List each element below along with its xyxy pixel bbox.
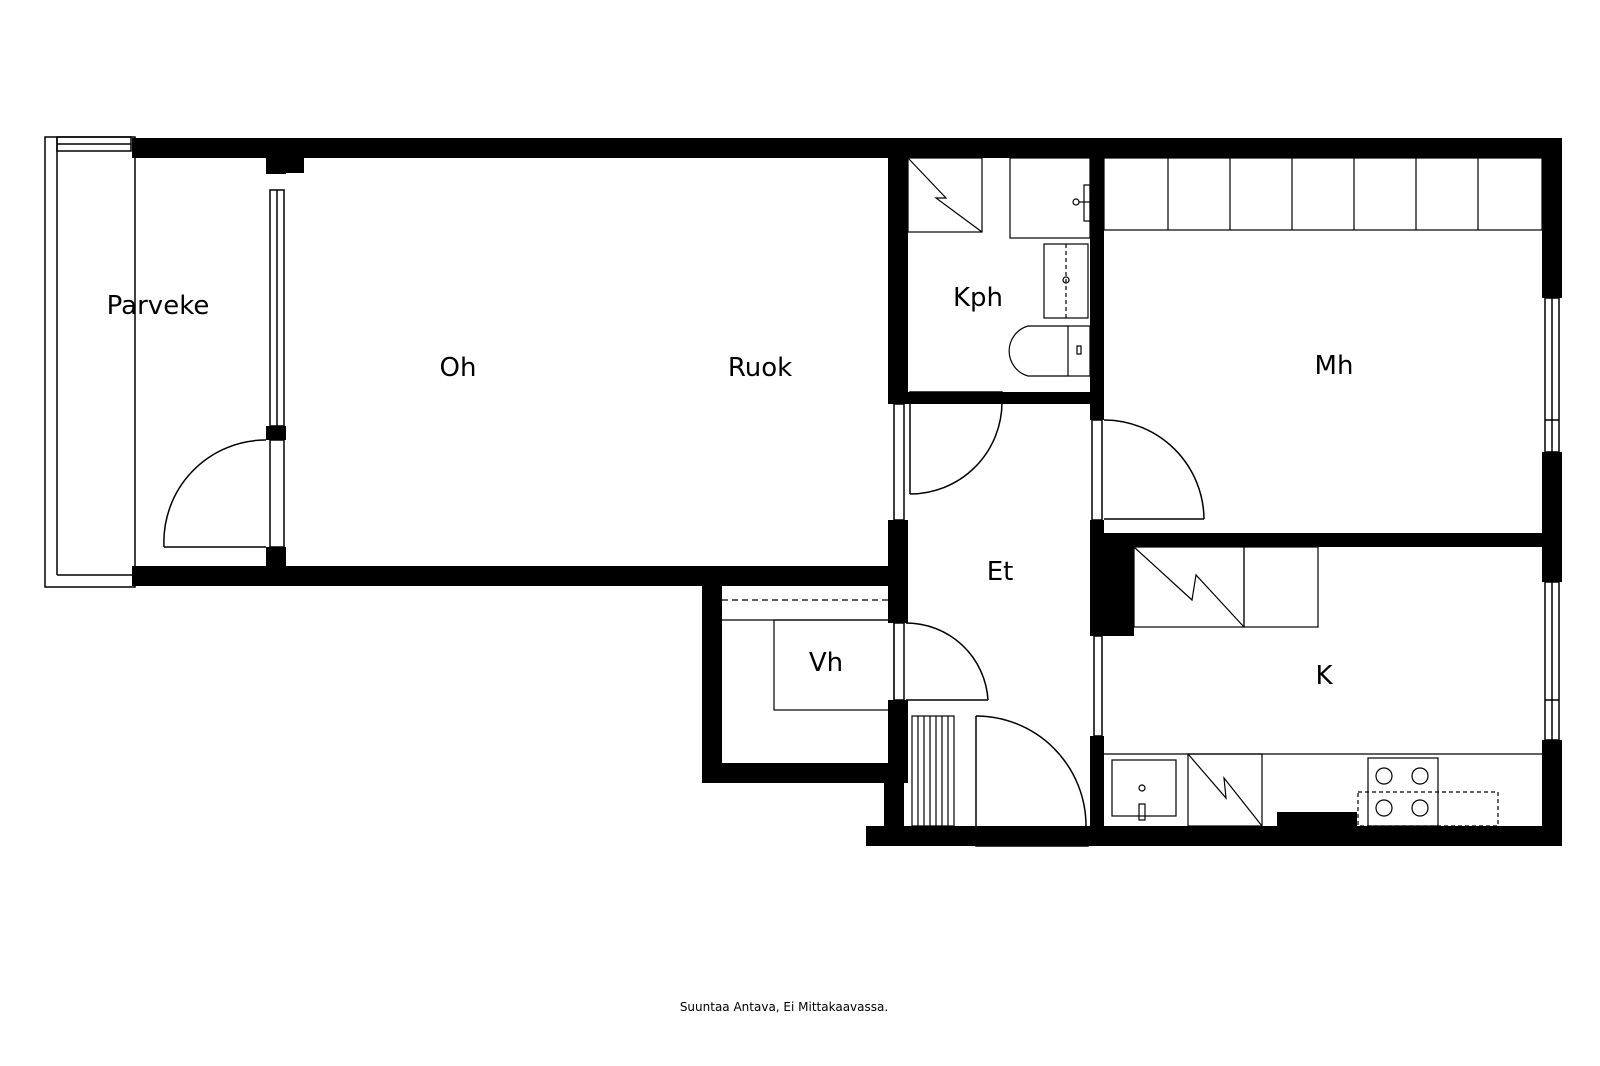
room-label-et: Et [987, 557, 1014, 587]
room-label-parveke: Parveke [107, 291, 210, 321]
walls [132, 138, 1562, 846]
room-label-ruok: Ruok [728, 353, 792, 383]
room-label-kph: Kph [953, 283, 1003, 313]
room-label-vh: Vh [809, 648, 843, 678]
windows [269, 189, 1560, 847]
room-label-mh: Mh [1315, 351, 1354, 381]
balcony-top-window [56, 136, 132, 152]
fixtures [722, 157, 1543, 827]
scale-disclaimer: Suuntaa Antava, Ei Mittakaavassa. [679, 1000, 889, 1014]
balcony-outline [44, 136, 136, 588]
doors [163, 391, 1205, 827]
room-label-oh: Oh [440, 353, 477, 383]
room-label-k: K [1315, 661, 1333, 691]
